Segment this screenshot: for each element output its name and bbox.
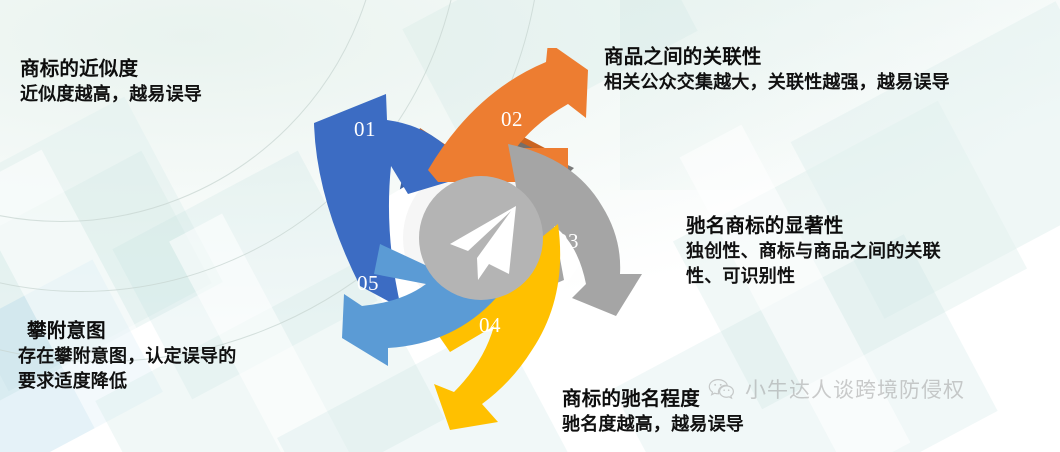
- step-text-02: 商品之间的关联性 相关公众交集越大，关联性越强，越易误导: [604, 46, 950, 95]
- step-body-03-line-2: 性、可识别性: [686, 266, 796, 287]
- step-text-03: 驰名商标的显著性 独创性、商标与商品之间的关联 性、可识别性: [686, 215, 986, 290]
- step-text-04: 商标的驰名程度 驰名度越高，越易误导: [562, 388, 744, 437]
- step-body-01-line-1: 近似度越高，越易误导: [20, 83, 202, 104]
- pinwheel-diagram: 01 02 03 04 05: [268, 48, 688, 438]
- arrow-step-05[interactable]: 05: [342, 244, 496, 366]
- paper-plane-icon: [450, 206, 516, 280]
- step-heading-03: 驰名商标的显著性: [686, 215, 844, 237]
- step-heading-05: 攀附意图: [27, 320, 106, 342]
- arrow-number-04: 04: [479, 313, 501, 337]
- step-text-05: 攀附意图 存在攀附意图，认定误导的 要求适度降低: [18, 320, 338, 395]
- step-body-02-line-1: 相关公众交集越大，关联性越强，越易误导: [604, 71, 950, 92]
- arrow-number-05: 05: [357, 271, 379, 295]
- arrow-number-02: 02: [501, 107, 523, 131]
- step-text-01: 商标的近似度 近似度越高，越易误导: [20, 58, 202, 107]
- arrow-number-03: 03: [557, 229, 579, 253]
- step-heading-01: 商标的近似度: [20, 58, 139, 80]
- arrow-number-01: 01: [354, 117, 376, 141]
- arrow-step-01[interactable]: 01: [314, 94, 468, 308]
- center-circle: [419, 176, 543, 300]
- arrow-step-02[interactable]: 02: [428, 48, 588, 182]
- step-body-05-line-1: 存在攀附意图，认定误导的: [18, 345, 237, 366]
- step-heading-02: 商品之间的关联性: [604, 46, 762, 68]
- step-heading-04: 商标的驰名程度: [562, 388, 700, 410]
- step-body-03-line-1: 独创性、商标与商品之间的关联: [686, 240, 941, 261]
- step-body-04-line-1: 驰名度越高，越易误导: [562, 413, 744, 434]
- step-body-05-line-2: 要求适度降低: [18, 371, 128, 392]
